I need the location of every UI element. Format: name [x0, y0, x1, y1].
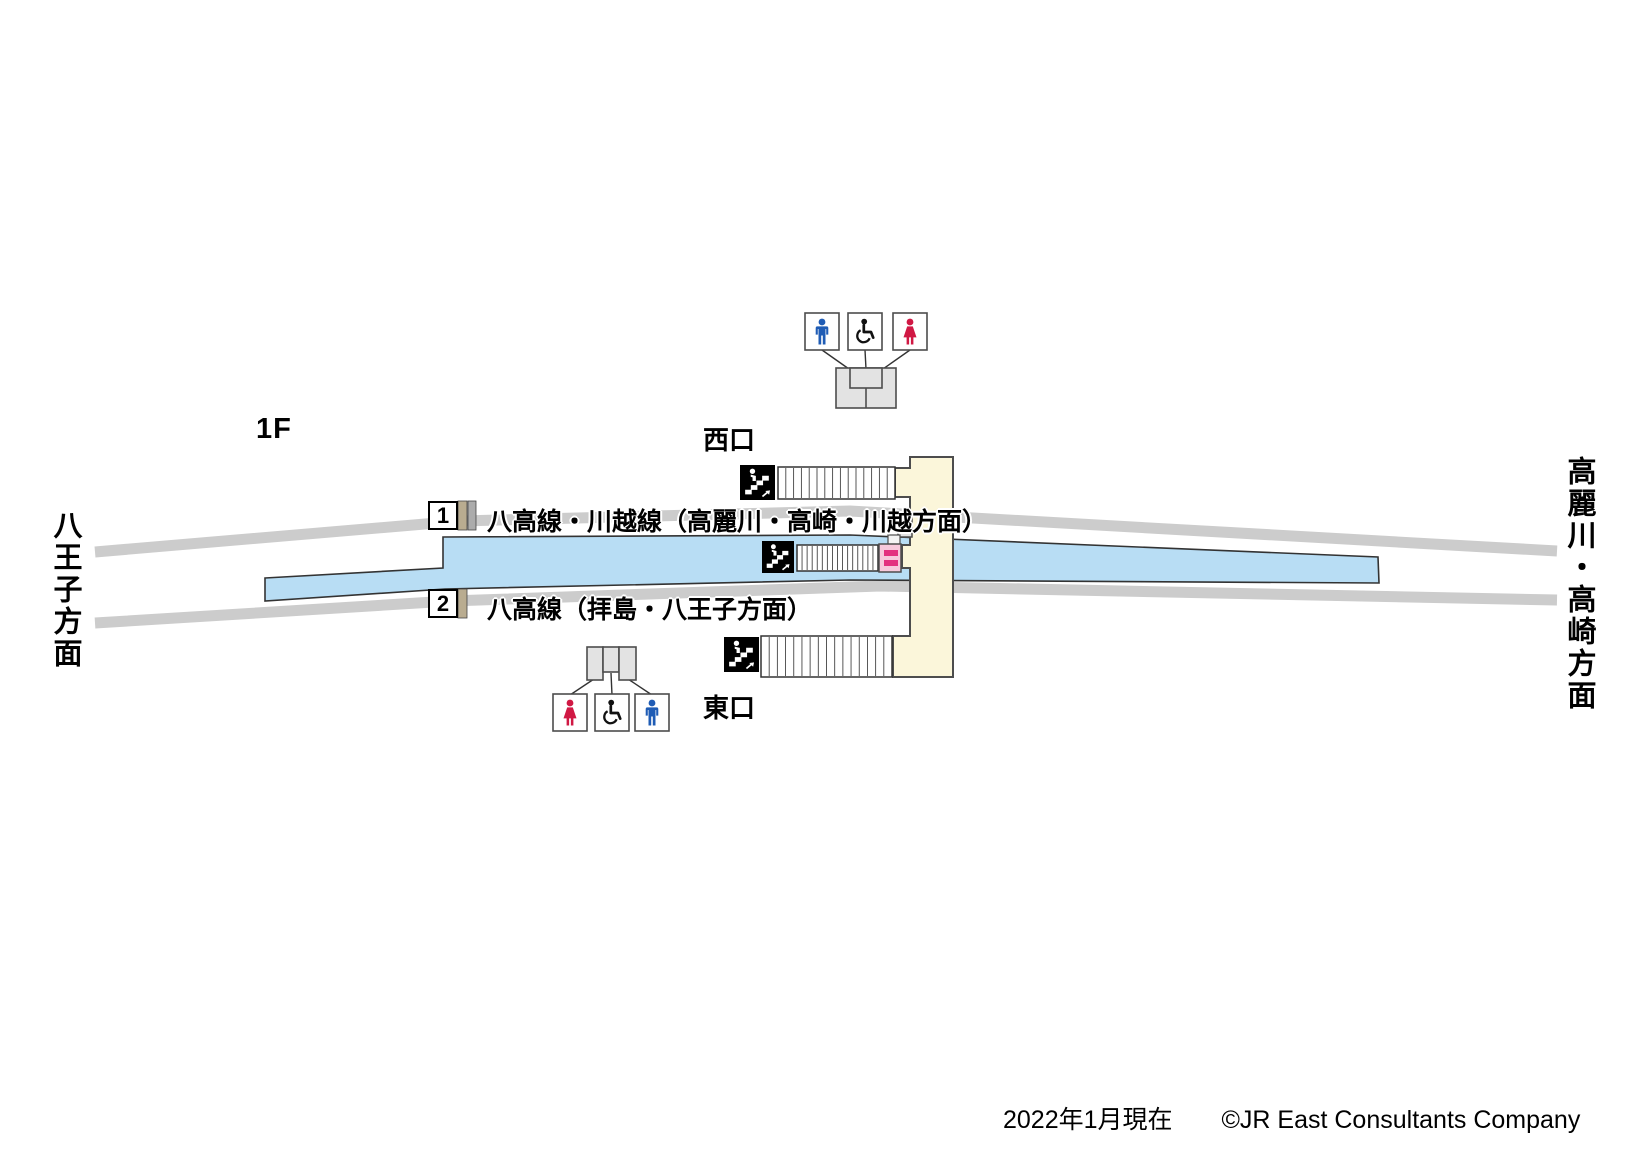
ticket-gate: [878, 543, 902, 573]
platform-stairs-icon: [761, 541, 795, 573]
platform-1-number-badge: 1: [428, 501, 458, 530]
gate-bar: [884, 550, 898, 556]
track-line-2: [94, 580, 1558, 629]
platform-1-line-label: 八高線・川越線（高麗川・高崎・川越方面）: [487, 508, 988, 536]
platform1-stripe-tan: [457, 500, 468, 531]
west-exit-stairs-icon: [739, 465, 776, 500]
footer-copyright: ©JR East Consultants Company: [1221, 1106, 1581, 1134]
direction-label-right: 高麗川・高崎方面: [1563, 456, 1595, 712]
footer: 2022年1月現在 ©JR East Consultants Company: [1003, 1100, 1580, 1136]
elevator-box: [897, 512, 913, 538]
east-exit-stairs: [760, 635, 893, 678]
gate-bar: [884, 560, 898, 566]
platform-2-number-badge: 2: [428, 589, 458, 618]
direction-label-left: 八王子方面: [49, 510, 81, 670]
station-building: [892, 456, 954, 678]
east-exit-stairs-icon: [724, 636, 759, 673]
platform1-stripe-gray: [467, 500, 477, 531]
track-line-1: [94, 505, 1558, 558]
floor-label: 1F: [256, 413, 292, 445]
platform2-stripe-tan: [457, 588, 468, 619]
north-toilet-structure: [821, 349, 911, 409]
east-exit-label: 東口: [703, 693, 756, 723]
west-exit-label: 西口: [703, 425, 756, 455]
west-exit-stairs: [777, 466, 896, 500]
wheelchair-accessible-icon: [847, 312, 883, 351]
south-toilet-structure: [569, 646, 653, 696]
male-toilet-icon: [634, 693, 670, 732]
female-toilet-icon: [892, 312, 928, 351]
wheelchair-accessible-icon: [594, 693, 630, 732]
footer-date: 2022年1月現在: [1003, 1106, 1173, 1134]
platform-stairs: [796, 544, 879, 572]
platform-2-line-label: 八高線（拝島・八王子方面）: [487, 596, 813, 624]
female-toilet-icon: [552, 693, 588, 732]
male-toilet-icon: [804, 312, 840, 351]
